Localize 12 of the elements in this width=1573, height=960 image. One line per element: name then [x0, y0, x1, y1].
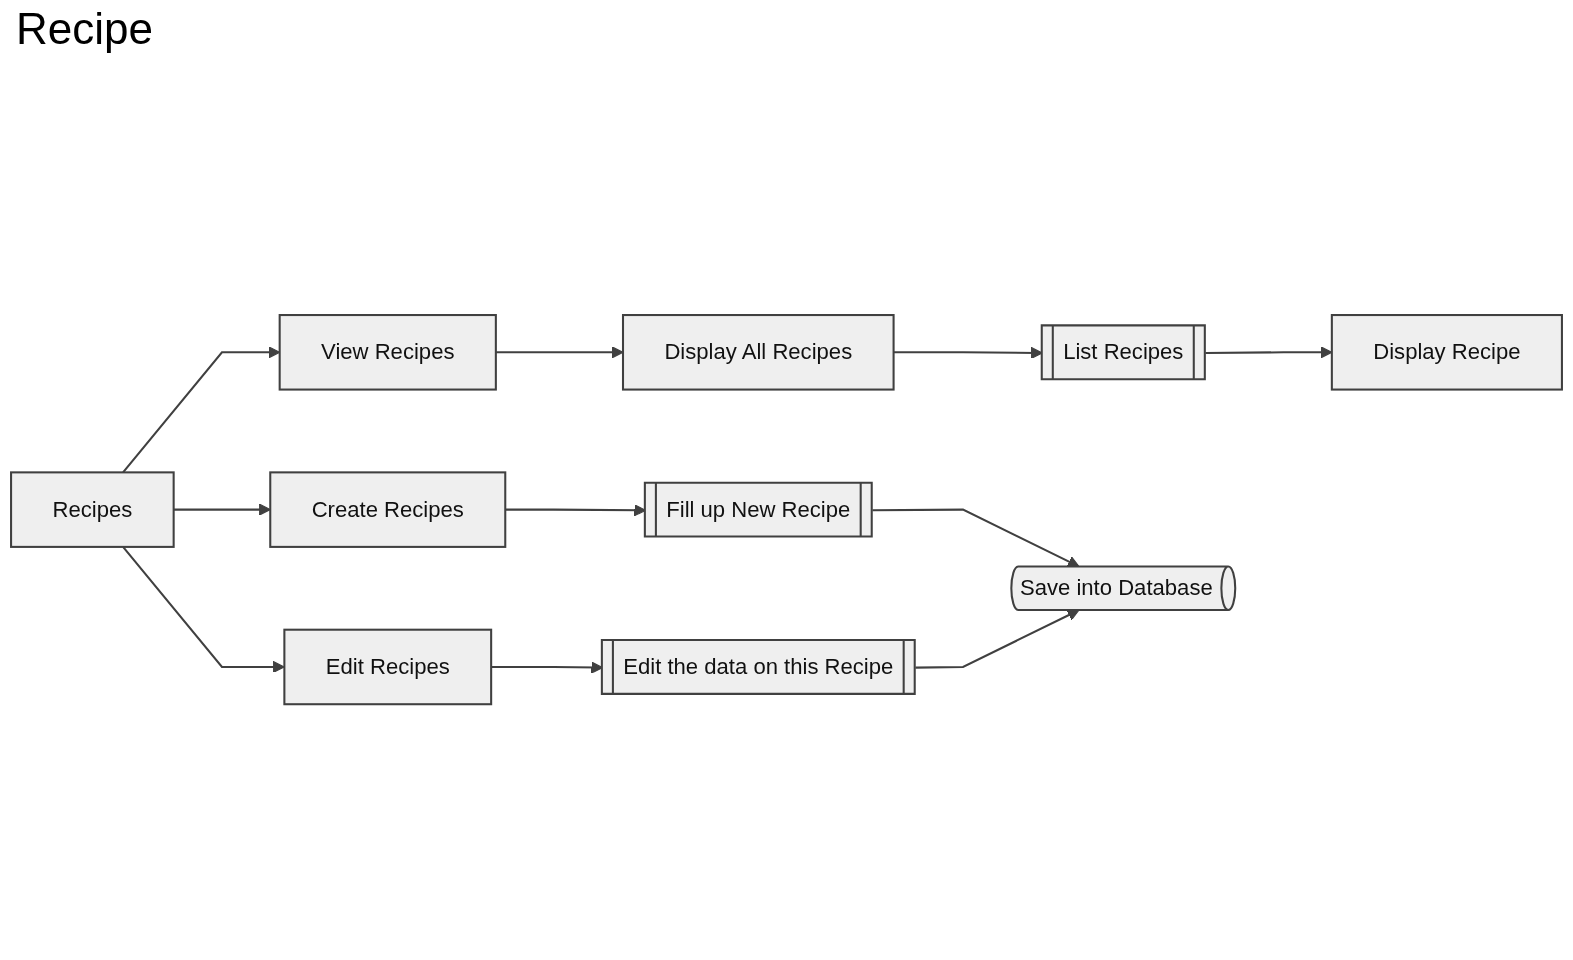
arrow [915, 609, 1080, 670]
arrow [872, 508, 1080, 568]
node-box: Edit Recipes [283, 629, 493, 706]
node-box: Display All Recipes [621, 314, 895, 391]
arrow [495, 346, 624, 359]
node-box: Display Recipe [1330, 314, 1563, 391]
node-box: Recipes [10, 471, 175, 549]
diagram-title: Recipe [16, 4, 153, 54]
node-box: View Recipes [278, 314, 497, 391]
node-text: Save into Database [1019, 576, 1213, 600]
arrow [173, 503, 271, 517]
node-box: Create Recipes [269, 471, 507, 549]
